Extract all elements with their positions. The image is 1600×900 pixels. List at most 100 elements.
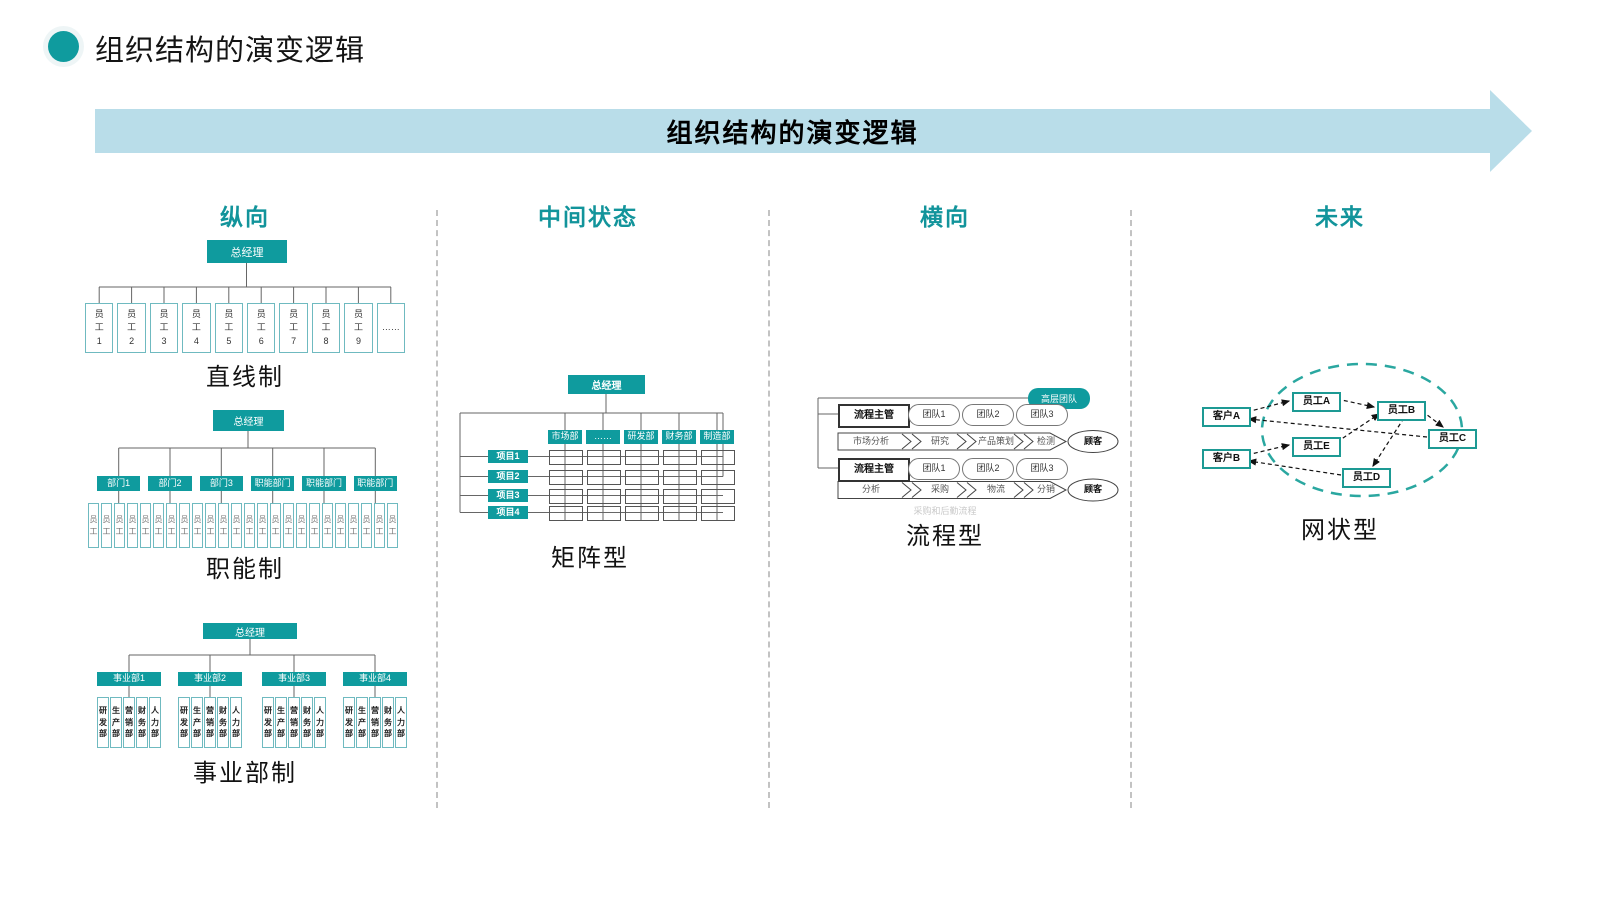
sub-department-box: 财 务 部 — [217, 697, 229, 748]
employee-box: 员 工 — [114, 503, 125, 548]
functional-root: 总经理 — [213, 410, 284, 431]
matrix-department-box-label: …… — [594, 431, 612, 442]
process-manager-box: 流程主管 — [838, 458, 910, 482]
grid-cell — [701, 450, 735, 465]
customer-box-label: 客户B — [1212, 452, 1241, 464]
team-box-label: 团队3 — [1030, 409, 1054, 420]
project-box-label: 项目3 — [496, 489, 520, 500]
employee-box-label: …… — [381, 322, 400, 333]
sub-department-box-label: 生 产 部 — [112, 706, 120, 739]
process-manager-box: 流程主管 — [838, 404, 910, 428]
step-label: 产品策划 — [970, 435, 1022, 448]
step-label-label: 分销 — [1036, 484, 1055, 495]
employee-box: 员 工 7 — [279, 303, 308, 353]
team-box: 团队1 — [908, 404, 960, 426]
employee-box-label: 员 工 — [271, 514, 280, 536]
employee-box-label: 员 工 — [232, 514, 241, 536]
grid-cell — [663, 506, 697, 521]
sub-department-box: 生 产 部 — [275, 697, 287, 748]
employee-box-label: 员 工 — [89, 514, 98, 536]
network-label: 网状型 — [1301, 518, 1379, 544]
sub-department-box-label: 研 发 部 — [99, 706, 107, 739]
division-box-label: 事业部1 — [112, 673, 145, 684]
employee-box-label: 员 工 8 — [321, 309, 331, 346]
division-box-label: 事业部4 — [358, 673, 391, 684]
team-box-label: 团队3 — [1030, 463, 1054, 474]
network-employee-box-label: 员工E — [1303, 440, 1330, 452]
department-box-label: 职能部门 — [305, 477, 342, 488]
employee-box: 员 工 — [361, 503, 372, 548]
division-box: 事业部4 — [343, 672, 407, 686]
page-title: 组织结构的演变逻辑 — [95, 35, 366, 67]
division-sub-group: 研 发 部生 产 部营 销 部财 务 部人 力 部 — [262, 697, 326, 748]
step-label-label: 市场分析 — [852, 435, 889, 446]
department-box-label: 部门1 — [107, 477, 131, 488]
customer-box-label: 客户A — [1212, 410, 1241, 422]
employee-box-label: 员 工 — [180, 514, 189, 536]
sub-department-box: 财 务 部 — [382, 697, 394, 748]
process-label: 流程型 — [906, 524, 984, 550]
customer-box: 客户A — [1202, 407, 1251, 427]
team-box-label: 团队2 — [976, 409, 1000, 420]
step-label: 采购 — [918, 484, 962, 497]
sub-department-box: 研 发 部 — [262, 697, 274, 748]
sub-department-box: 营 销 部 — [204, 697, 216, 748]
employee-box: 员 工 2 — [117, 303, 146, 353]
grid-cell — [587, 506, 621, 521]
line-system-label: 直线制 — [206, 365, 284, 391]
division-box-label: 事业部2 — [193, 673, 226, 684]
step-label: 检测 — [1028, 435, 1064, 448]
employee-box-label: 员 工 — [102, 514, 111, 536]
divisional-label: 事业部制 — [193, 761, 297, 787]
employee-box: 员 工 — [335, 503, 346, 548]
banner-title: 组织结构的演变逻辑 — [666, 117, 919, 148]
step-label: 分销 — [1028, 484, 1064, 497]
sub-department-box-label: 营 销 部 — [371, 706, 379, 739]
employee-box-label: 员 工 1 — [94, 309, 104, 346]
sub-department-box-label: 财 务 部 — [384, 706, 392, 739]
grid-cell — [625, 489, 659, 504]
functional-employees: 员 工员 工员 工员 工员 工员 工员 工员 工员 工员 工员 工员 工员 工员… — [88, 503, 398, 548]
sub-department-box-label: 生 产 部 — [358, 706, 366, 739]
grid-cell — [701, 506, 735, 521]
sub-department-box: 营 销 部 — [288, 697, 300, 748]
grid-cell — [587, 470, 621, 485]
employee-box: 员 工 8 — [311, 303, 341, 353]
sub-department-box: 研 发 部 — [343, 697, 355, 748]
sub-department-box-label: 研 发 部 — [264, 706, 272, 739]
matrix-department-box: …… — [586, 430, 620, 444]
sub-department-box: 人 力 部 — [395, 697, 407, 748]
division-box-label: 事业部3 — [277, 673, 310, 684]
employee-box: 员 工 — [270, 503, 281, 548]
employee-box-label: 员 工 — [167, 514, 176, 536]
employee-box-label: 员 工 — [245, 514, 254, 536]
employee-box: 员 工 — [166, 503, 177, 548]
sub-department-box-label: 人 力 部 — [397, 706, 405, 739]
employee-box: 员 工 — [231, 503, 242, 548]
matrix-department-box-label: 研发部 — [627, 431, 655, 442]
employee-box: 员 工 — [374, 503, 385, 548]
team-box: 团队3 — [1016, 404, 1068, 426]
project-box-label: 项目1 — [496, 450, 520, 461]
employee-box: 员 工 — [257, 503, 268, 548]
employee-box: 员 工 — [88, 503, 99, 548]
employee-box-label: 员 工 — [141, 514, 150, 536]
project-box: 项目2 — [488, 470, 528, 483]
grid-cell — [549, 506, 583, 521]
employee-box-label: 员 工 2 — [127, 309, 137, 346]
sub-department-box-label: 生 产 部 — [193, 706, 201, 739]
employee-box-label: 员 工 — [388, 514, 397, 536]
employee-box-label: 员 工 4 — [191, 309, 201, 346]
step-label-label: 研究 — [930, 435, 949, 446]
sub-department-box-label: 营 销 部 — [125, 706, 133, 739]
employee-box: 员 工 5 — [214, 303, 244, 353]
department-box: 部门3 — [199, 476, 243, 491]
employee-box: 员 工 — [322, 503, 333, 548]
step-label: 分析 — [840, 484, 902, 497]
sub-department-box-label: 营 销 部 — [290, 706, 298, 739]
team-box-label: 团队2 — [976, 463, 1000, 474]
employee-box-label: 员 工 7 — [289, 309, 299, 346]
employee-box-label: 员 工 — [323, 514, 332, 536]
grid-cell — [549, 470, 583, 485]
department-box: 部门1 — [97, 476, 141, 491]
